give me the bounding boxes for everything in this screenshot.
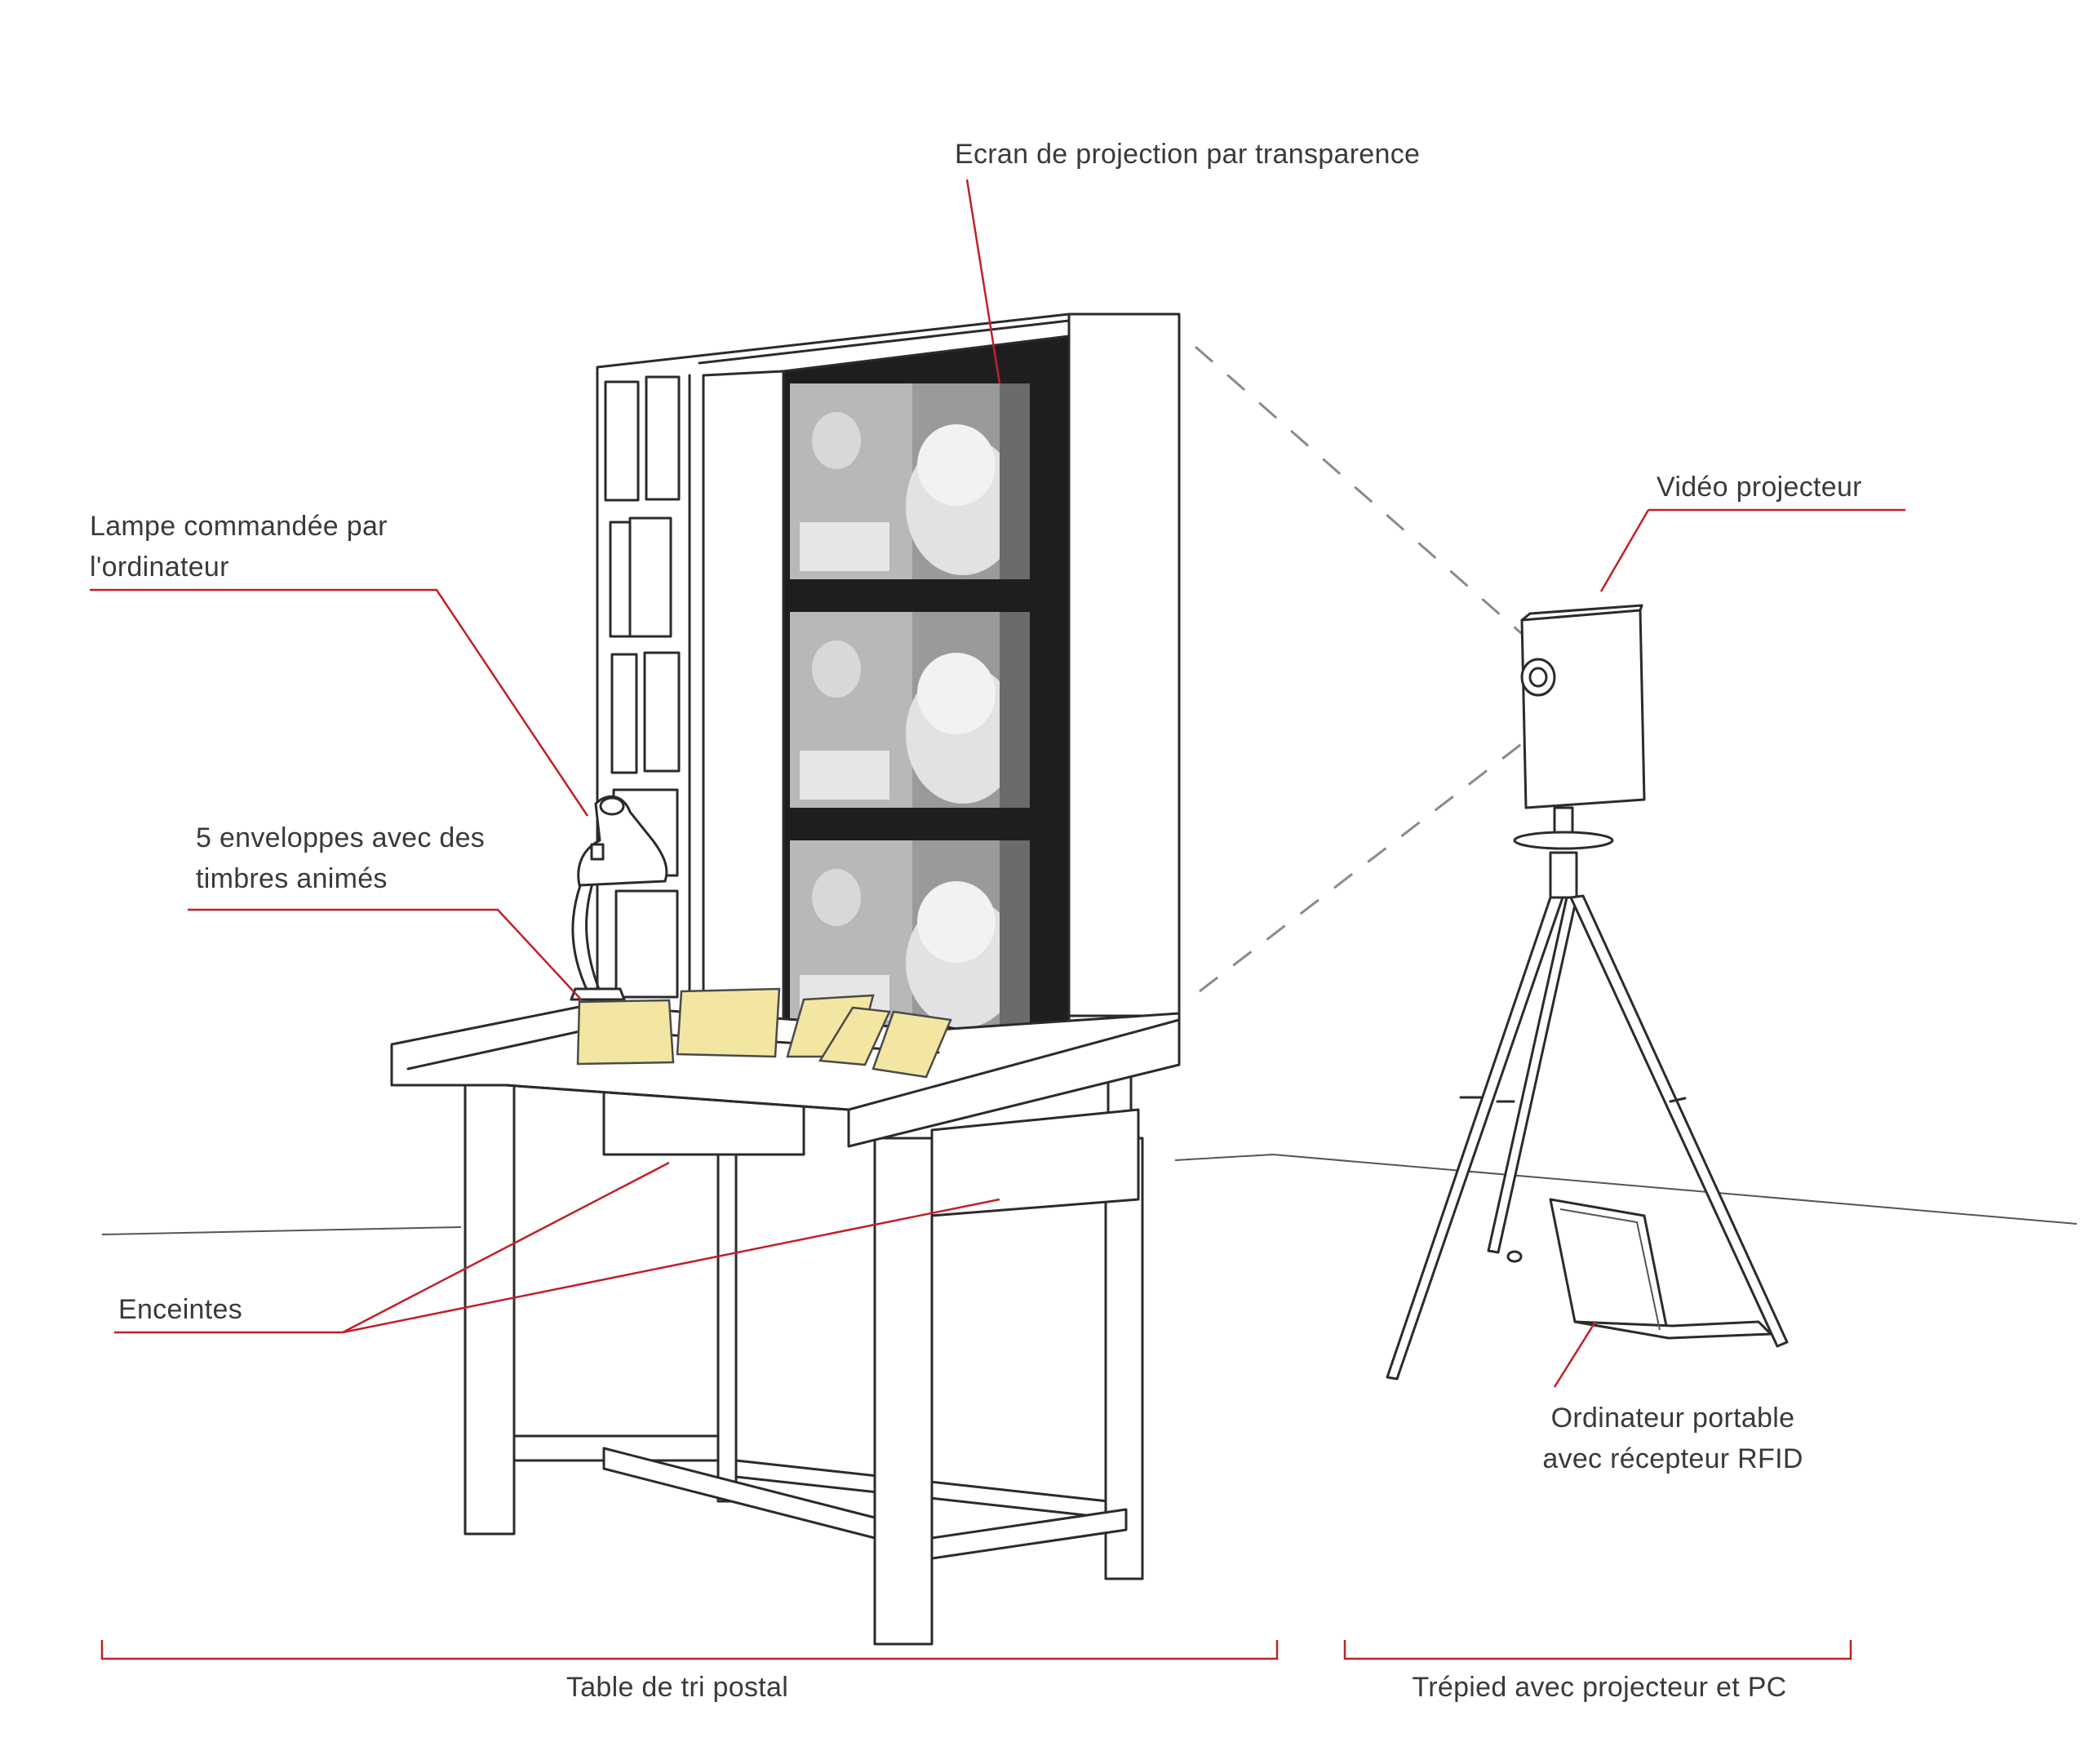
label-tripod-group-text: Trépied avec projecteur et PC bbox=[1371, 1667, 1828, 1708]
cabinet bbox=[597, 314, 1179, 1032]
video-frame-1 bbox=[790, 383, 1030, 579]
label-projector: Vidéo projecteur bbox=[1657, 467, 1862, 507]
label-table-group: Table de tri postal bbox=[432, 1667, 922, 1708]
desk bbox=[392, 1005, 1179, 1644]
label-envelopes-line-2: timbres animés bbox=[196, 858, 485, 899]
label-laptop: Ordinateur portable avec récepteur RFID bbox=[1485, 1398, 1861, 1479]
label-envelopes-line-1: 5 enveloppes avec des bbox=[196, 818, 485, 858]
label-lamp-line-1: Lampe commandée par bbox=[90, 506, 388, 547]
label-projector-text: Vidéo projecteur bbox=[1657, 467, 1862, 507]
video-frame-2 bbox=[790, 612, 1030, 808]
label-screen-text: Ecran de projection par transparence bbox=[955, 134, 1420, 175]
label-lamp: Lampe commandée par l'ordinateur bbox=[90, 506, 388, 587]
projection-screen bbox=[783, 336, 1069, 1032]
projector bbox=[1522, 605, 1644, 808]
label-speakers: Enceintes bbox=[118, 1289, 242, 1330]
label-laptop-line-1: Ordinateur portable bbox=[1485, 1398, 1861, 1438]
label-screen: Ecran de projection par transparence bbox=[955, 134, 1420, 175]
label-laptop-line-2: avec récepteur RFID bbox=[1485, 1438, 1861, 1479]
projection-beam bbox=[1195, 347, 1534, 991]
laptop bbox=[1550, 1199, 1771, 1338]
label-lamp-line-2: l'ordinateur bbox=[90, 547, 388, 587]
pigeonholes bbox=[605, 375, 690, 1004]
label-table-group-text: Table de tri postal bbox=[432, 1667, 922, 1708]
label-speakers-text: Enceintes bbox=[118, 1289, 242, 1330]
label-tripod-group: Trépied avec projecteur et PC bbox=[1371, 1667, 1828, 1708]
label-envelopes: 5 enveloppes avec des timbres animés bbox=[196, 818, 485, 899]
